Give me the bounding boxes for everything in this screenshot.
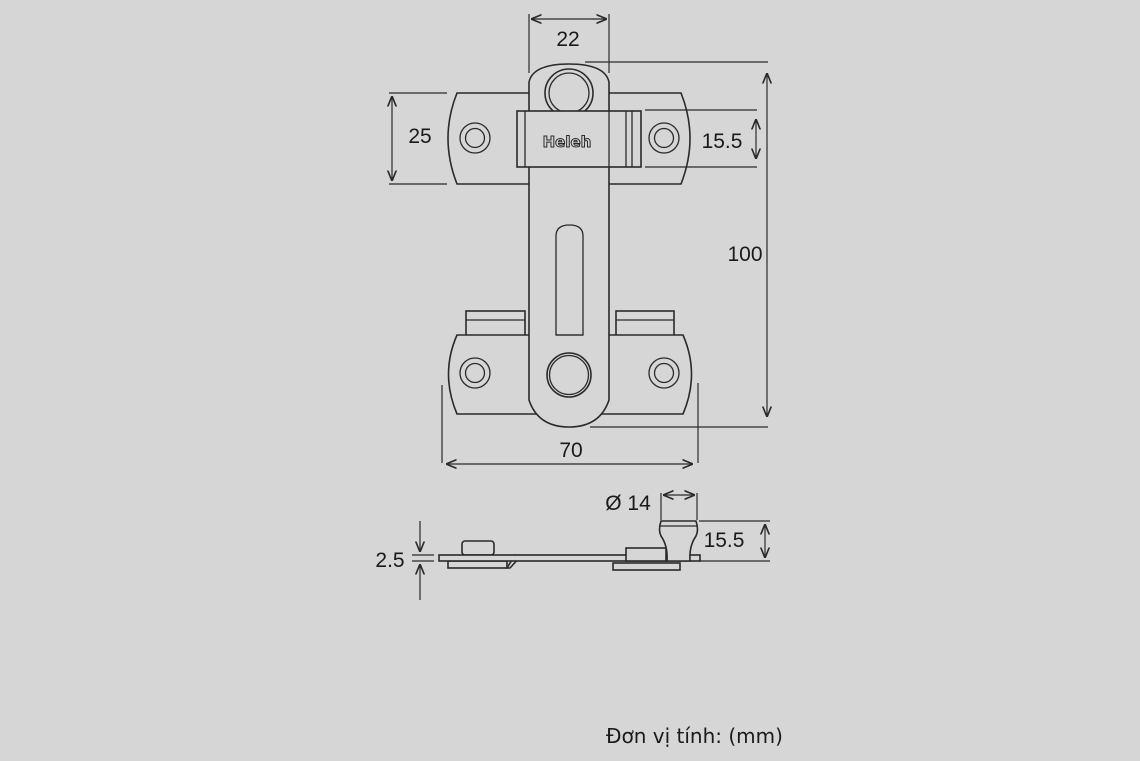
- screw-hole: [459, 122, 491, 154]
- dim-hasp-height: 15.5: [702, 130, 743, 153]
- top-knob: [544, 68, 594, 118]
- front-view: Heleh: [447, 63, 693, 428]
- screw-hole: [648, 122, 680, 154]
- dim-knob-diameter: Ø 14: [605, 492, 651, 515]
- side-view: [438, 520, 701, 571]
- dim-plate-height: 25: [408, 125, 431, 148]
- bottom-knob: [546, 352, 592, 398]
- dim-total-height: 100: [727, 243, 762, 266]
- screw-hole: [459, 357, 491, 389]
- unit-note: Đơn vị tính: (mm): [606, 724, 783, 748]
- brand-logo: Heleh: [543, 133, 592, 151]
- screw-hole: [648, 357, 680, 389]
- side-knob: [658, 520, 699, 562]
- hasp-guide: [516, 110, 642, 168]
- dim-plate-thickness: 2.5: [375, 549, 404, 572]
- front-dimensions: 22 25 15.5 100 70: [389, 14, 768, 464]
- bottom-tab-left: [465, 310, 526, 337]
- side-dimensions: 2.5 Ø 14 15.5: [375, 492, 770, 600]
- dim-total-width: 70: [559, 439, 582, 462]
- slot: [555, 224, 584, 336]
- dim-knob-width: 22: [556, 28, 579, 51]
- dim-knob-height: 15.5: [704, 529, 745, 552]
- bottom-tab-right: [615, 310, 675, 337]
